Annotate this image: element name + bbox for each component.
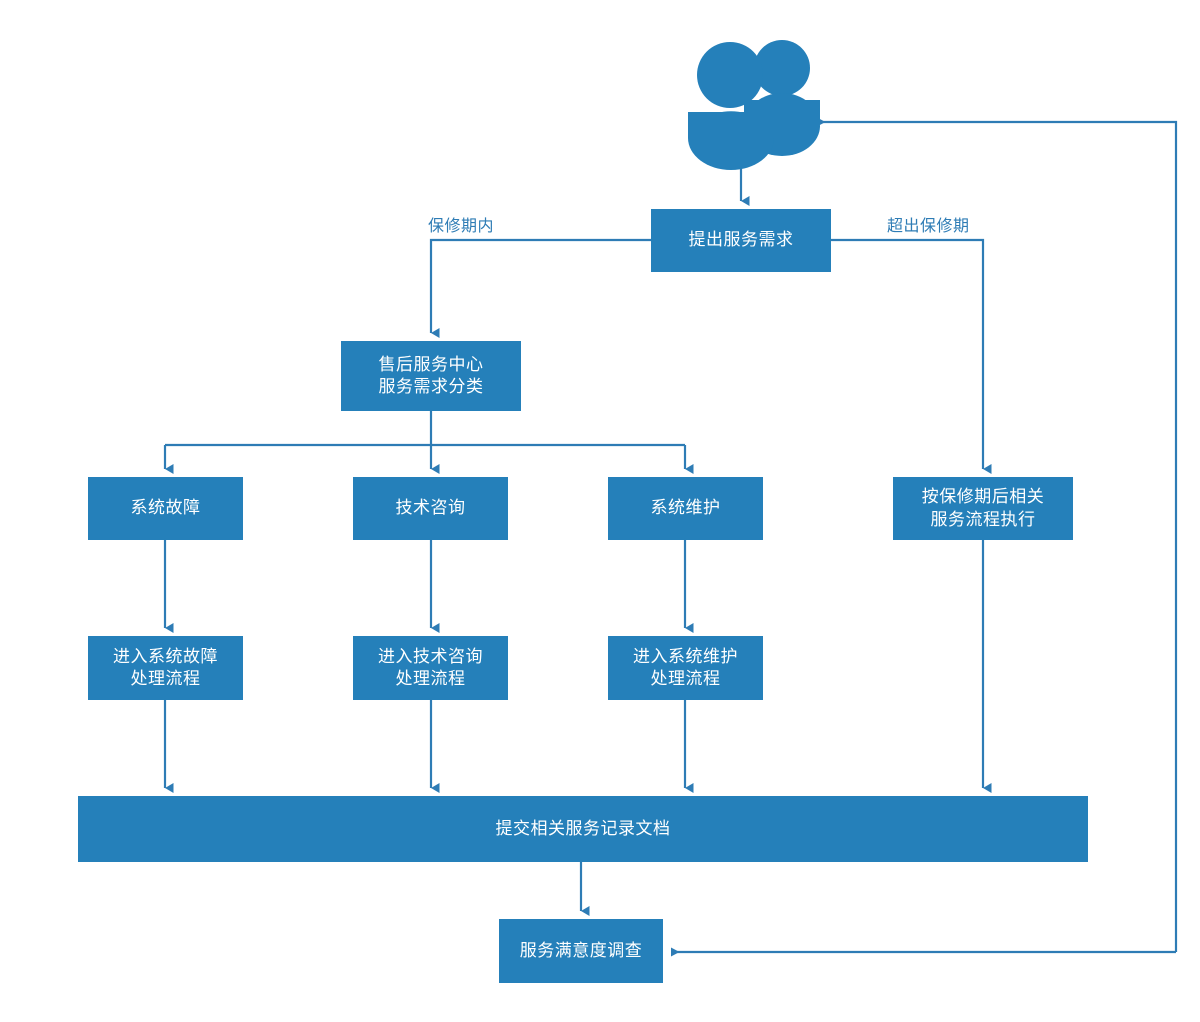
node-system-fault[interactable]: 系统故障 bbox=[88, 477, 243, 540]
node-technical-consult[interactable]: 技术咨询 bbox=[353, 477, 508, 540]
node-submit-documents[interactable]: 提交相关服务记录文档 bbox=[78, 796, 1088, 862]
node-request[interactable]: 提出服务需求 bbox=[651, 209, 831, 272]
node-maintenance-process[interactable]: 进入系统维护 处理流程 bbox=[608, 636, 763, 700]
edge-label-in-warranty: 保修期内 bbox=[428, 216, 495, 235]
node-classify[interactable]: 售后服务中心 服务需求分类 bbox=[341, 341, 521, 411]
two-people-icon bbox=[688, 40, 820, 170]
node-post-warranty[interactable]: 按保修期后相关 服务流程执行 bbox=[893, 477, 1073, 540]
edge-satisfaction-feedback bbox=[817, 117, 1178, 952]
node-system-maintenance[interactable]: 系统维护 bbox=[608, 477, 763, 540]
node-fault-process[interactable]: 进入系统故障 处理流程 bbox=[88, 636, 243, 700]
node-consult-process[interactable]: 进入技术咨询 处理流程 bbox=[353, 636, 508, 700]
node-satisfaction-survey[interactable]: 服务满意度调查 bbox=[499, 919, 663, 983]
edge-request-to-postwarranty bbox=[831, 238, 992, 474]
edge-request-to-classify bbox=[429, 238, 651, 338]
edge-label-out-of-warranty: 超出保修期 bbox=[887, 216, 970, 235]
